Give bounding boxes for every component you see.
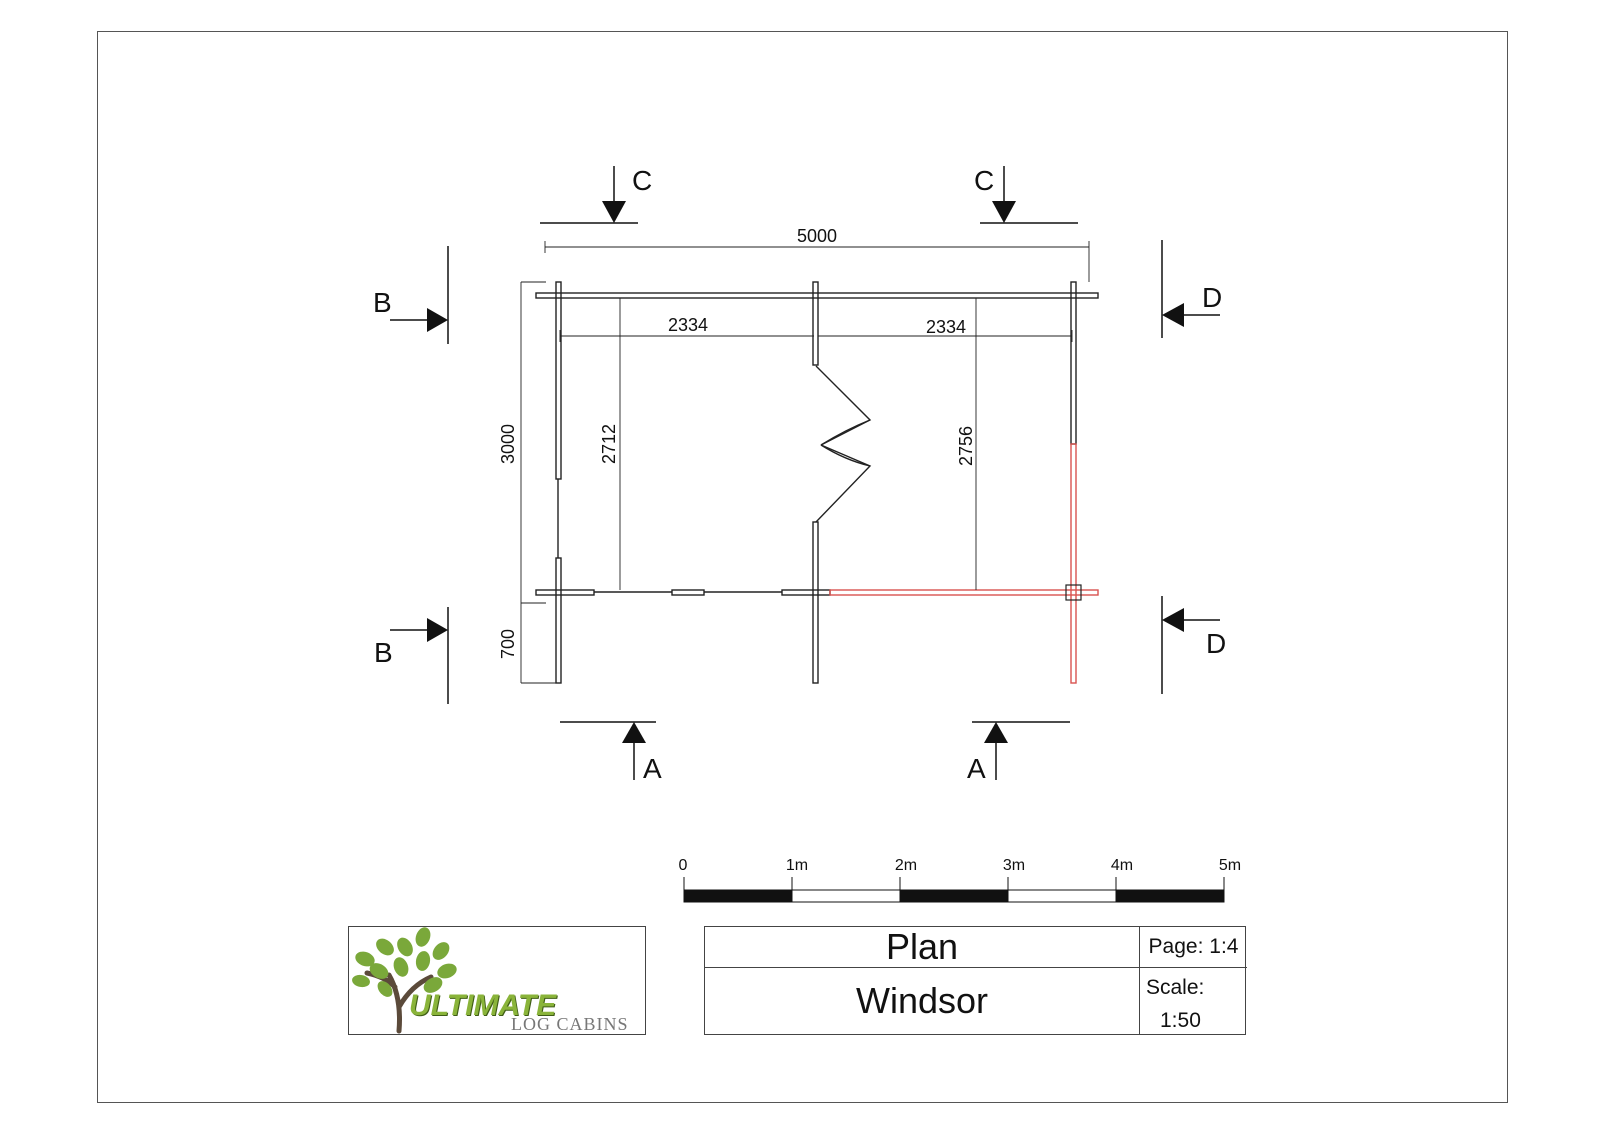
- title-block-meta: Page: 1:4 Scale: 1:50: [1139, 927, 1247, 1034]
- section-label-c-left: C: [632, 165, 652, 196]
- scale-tick-0: 0: [679, 857, 688, 874]
- section-label-b-bottom: B: [374, 637, 393, 668]
- right-wall-upper: [1070, 281, 1077, 445]
- dim-overall-width: 5000: [797, 226, 837, 246]
- scale-bar: 0 1m 2m 3m 4m 5m: [679, 857, 1241, 903]
- scale-seg-2: [791, 889, 901, 903]
- logo-sub-text: LOG CABINS: [511, 1014, 629, 1034]
- tree-icon: [352, 927, 457, 1034]
- door-swing-lower: [820, 444, 871, 467]
- scale-value: 1:50: [1160, 1009, 1201, 1032]
- scale-seg-1: [683, 889, 793, 903]
- dim-left-room-depth: 2712: [599, 424, 619, 464]
- scale-tick-5m: 5m: [1219, 857, 1241, 874]
- right-wall-lower: [1070, 443, 1077, 684]
- section-c-right-arrow: [980, 166, 1078, 224]
- logo-brand-text: ULTIMATE: [409, 989, 557, 1022]
- dim-left-room-width: 2334: [668, 315, 708, 335]
- scale-tick-3m: 3m: [1003, 857, 1025, 874]
- dim-overall-depth: 3000: [498, 424, 518, 464]
- section-markers: [390, 166, 1220, 780]
- walls: [535, 281, 1099, 684]
- dim-canopy-depth: 700: [498, 629, 518, 659]
- middle-wall-lower: [812, 521, 819, 684]
- scale-seg-3: [899, 889, 1009, 903]
- section-d-top-arrow: [1161, 240, 1220, 338]
- corner-post: [1065, 584, 1082, 601]
- front-wall-right: [829, 589, 1099, 596]
- section-c-left-arrow: [540, 166, 638, 224]
- model-name: Windsor: [855, 980, 989, 1021]
- scale-tick-1m: 1m: [786, 857, 808, 874]
- section-label-a-left: A: [643, 753, 662, 784]
- section-b-bottom-arrow: [390, 607, 449, 704]
- section-label-a-right: A: [967, 753, 986, 784]
- section-a-right-arrow: [972, 721, 1070, 780]
- left-wall-lower: [555, 557, 562, 684]
- front-wall-seg-1: [535, 589, 595, 596]
- section-label-d-top: D: [1202, 282, 1222, 313]
- drawing-frame: [97, 31, 1508, 1103]
- dimension-lines: [520, 241, 1090, 684]
- title-block: Plan Windsor Page: 1:4 Scale: 1:50: [704, 926, 1247, 1035]
- section-d-bottom-arrow: [1161, 596, 1220, 694]
- scale-label: Scale:: [1146, 976, 1205, 999]
- scale-seg-4: [1007, 889, 1117, 903]
- scale-tick-4m: 4m: [1111, 857, 1133, 874]
- section-label-b-top: B: [373, 287, 392, 318]
- drawing-type: Plan: [705, 926, 1139, 968]
- door-swing-upper: [820, 419, 871, 446]
- right-room-walls: [829, 281, 1099, 684]
- company-logo: ULTIMATE LOG CABINS: [348, 926, 646, 1035]
- top-wall: [535, 292, 1099, 299]
- dim-right-room-width: 2334: [926, 317, 966, 337]
- scale-tick-2m: 2m: [895, 857, 917, 874]
- dim-right-room-depth: 2756: [956, 426, 976, 466]
- section-b-top-arrow: [390, 246, 449, 344]
- left-wall-upper: [555, 281, 562, 480]
- page-number: Page: 1:4: [1140, 927, 1247, 968]
- front-wall-seg-3: [781, 589, 831, 596]
- section-a-left-arrow: [560, 721, 656, 780]
- scale-seg-5: [1115, 889, 1225, 903]
- front-wall-seg-2: [671, 589, 705, 596]
- section-label-d-bottom: D: [1206, 628, 1226, 659]
- scale-ticks: [683, 877, 1225, 890]
- middle-wall-upper: [812, 281, 819, 366]
- section-label-c-right: C: [974, 165, 994, 196]
